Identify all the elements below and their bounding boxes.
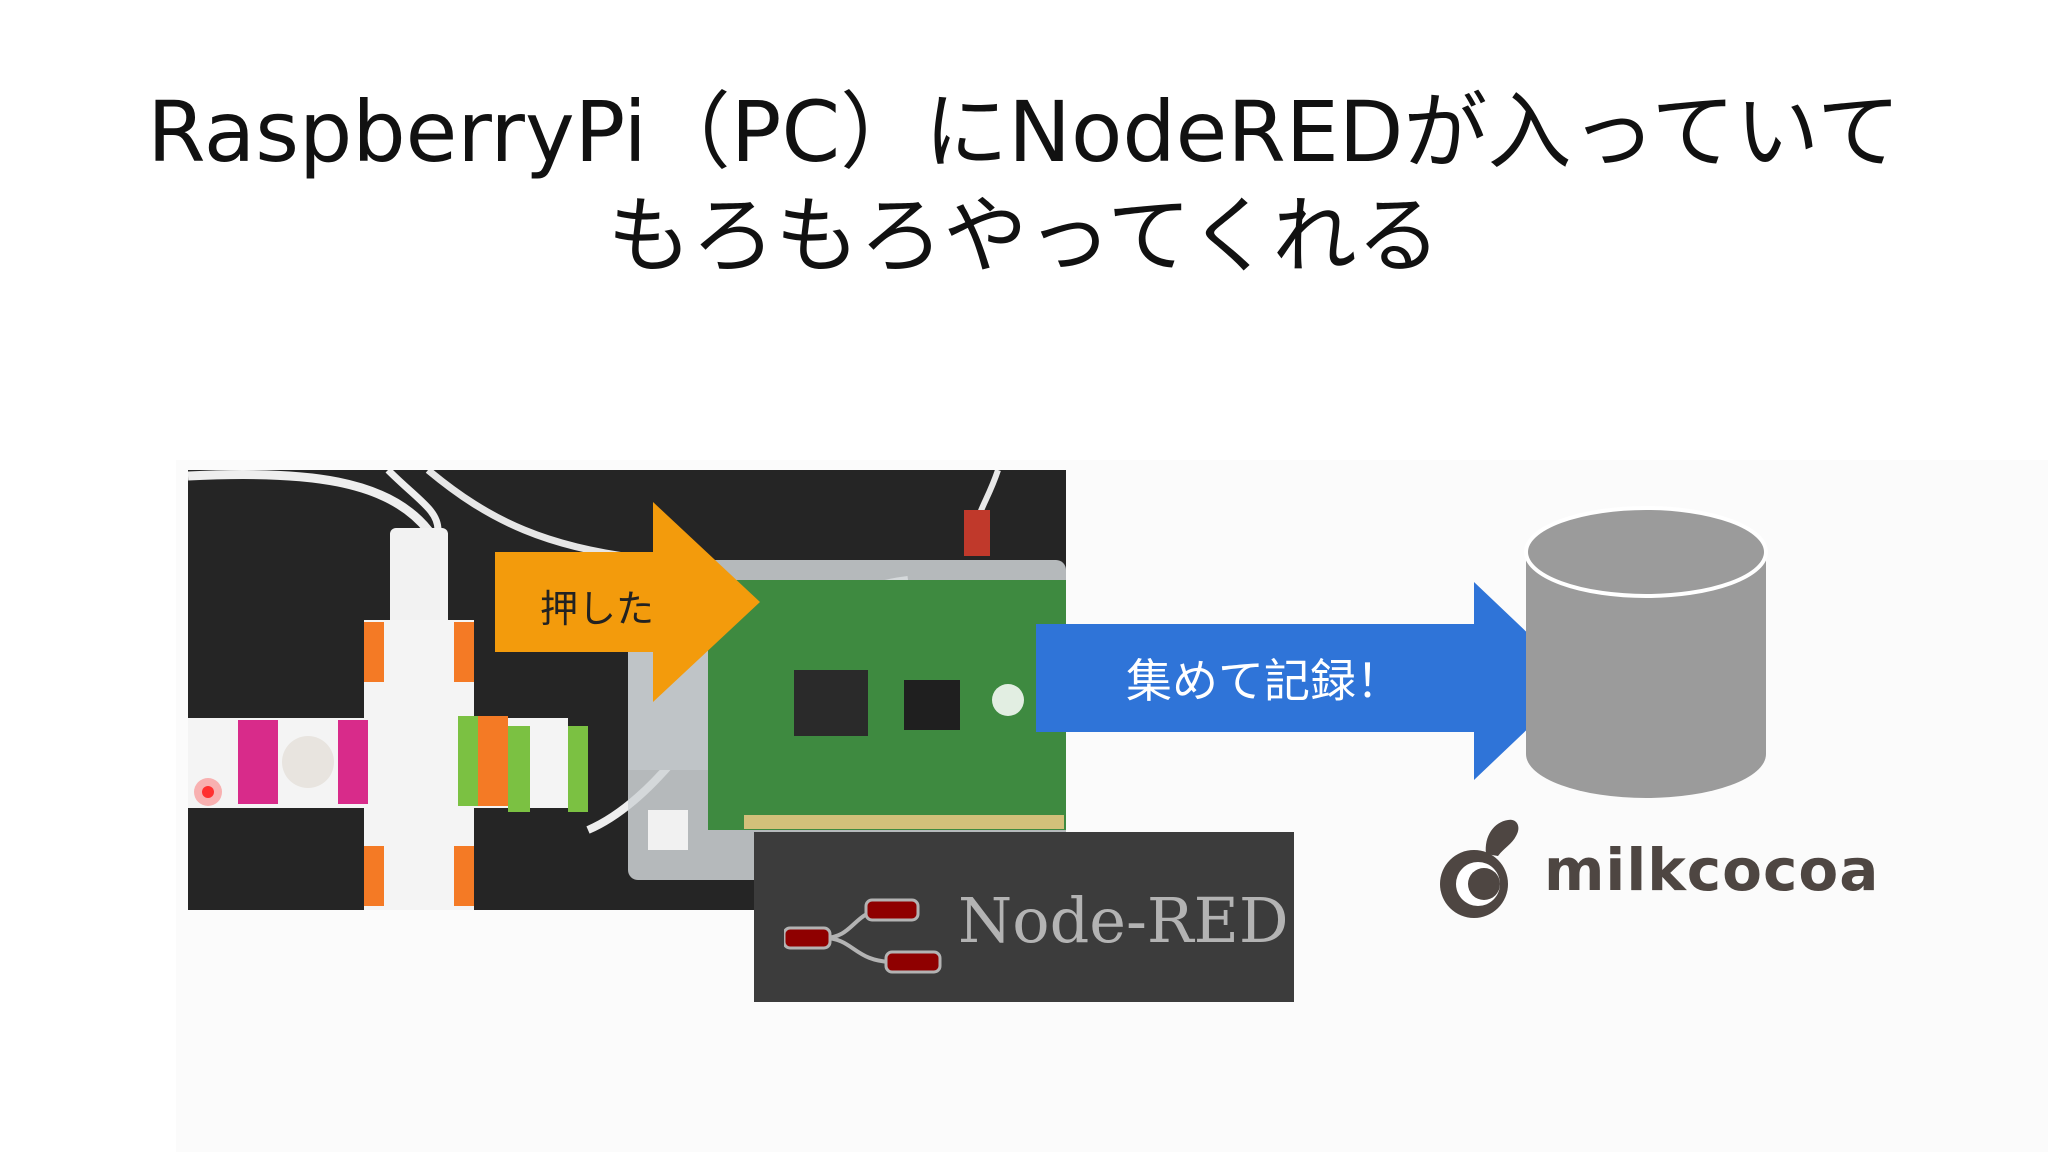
pressed-label: 押した (540, 587, 655, 631)
collect-record-label: 集めて記録！ (1126, 654, 1402, 708)
database-cylinder-icon (1524, 506, 1768, 798)
node-red-wordmark: Node-RED (958, 884, 1289, 957)
blue-arrow-icon (1036, 582, 1578, 780)
node-red-flow-icon (784, 898, 942, 974)
slide-title: RaspberryPi（PC）にNodeREDが入っていて もろもろやってくれる (0, 80, 2048, 288)
orange-arrow-icon (495, 502, 760, 702)
node-red-banner: Node-RED (754, 832, 1294, 1002)
title-line-2: もろもろやってくれる (607, 187, 1441, 285)
title-line-1: RaspberryPi（PC）にNodeREDが入っていて (147, 83, 1901, 181)
milkcocoa-wordmark: milkcocoa (1544, 836, 1880, 904)
hardware-photo (188, 470, 1066, 910)
milkcocoa-logo-icon (1440, 819, 1519, 918)
